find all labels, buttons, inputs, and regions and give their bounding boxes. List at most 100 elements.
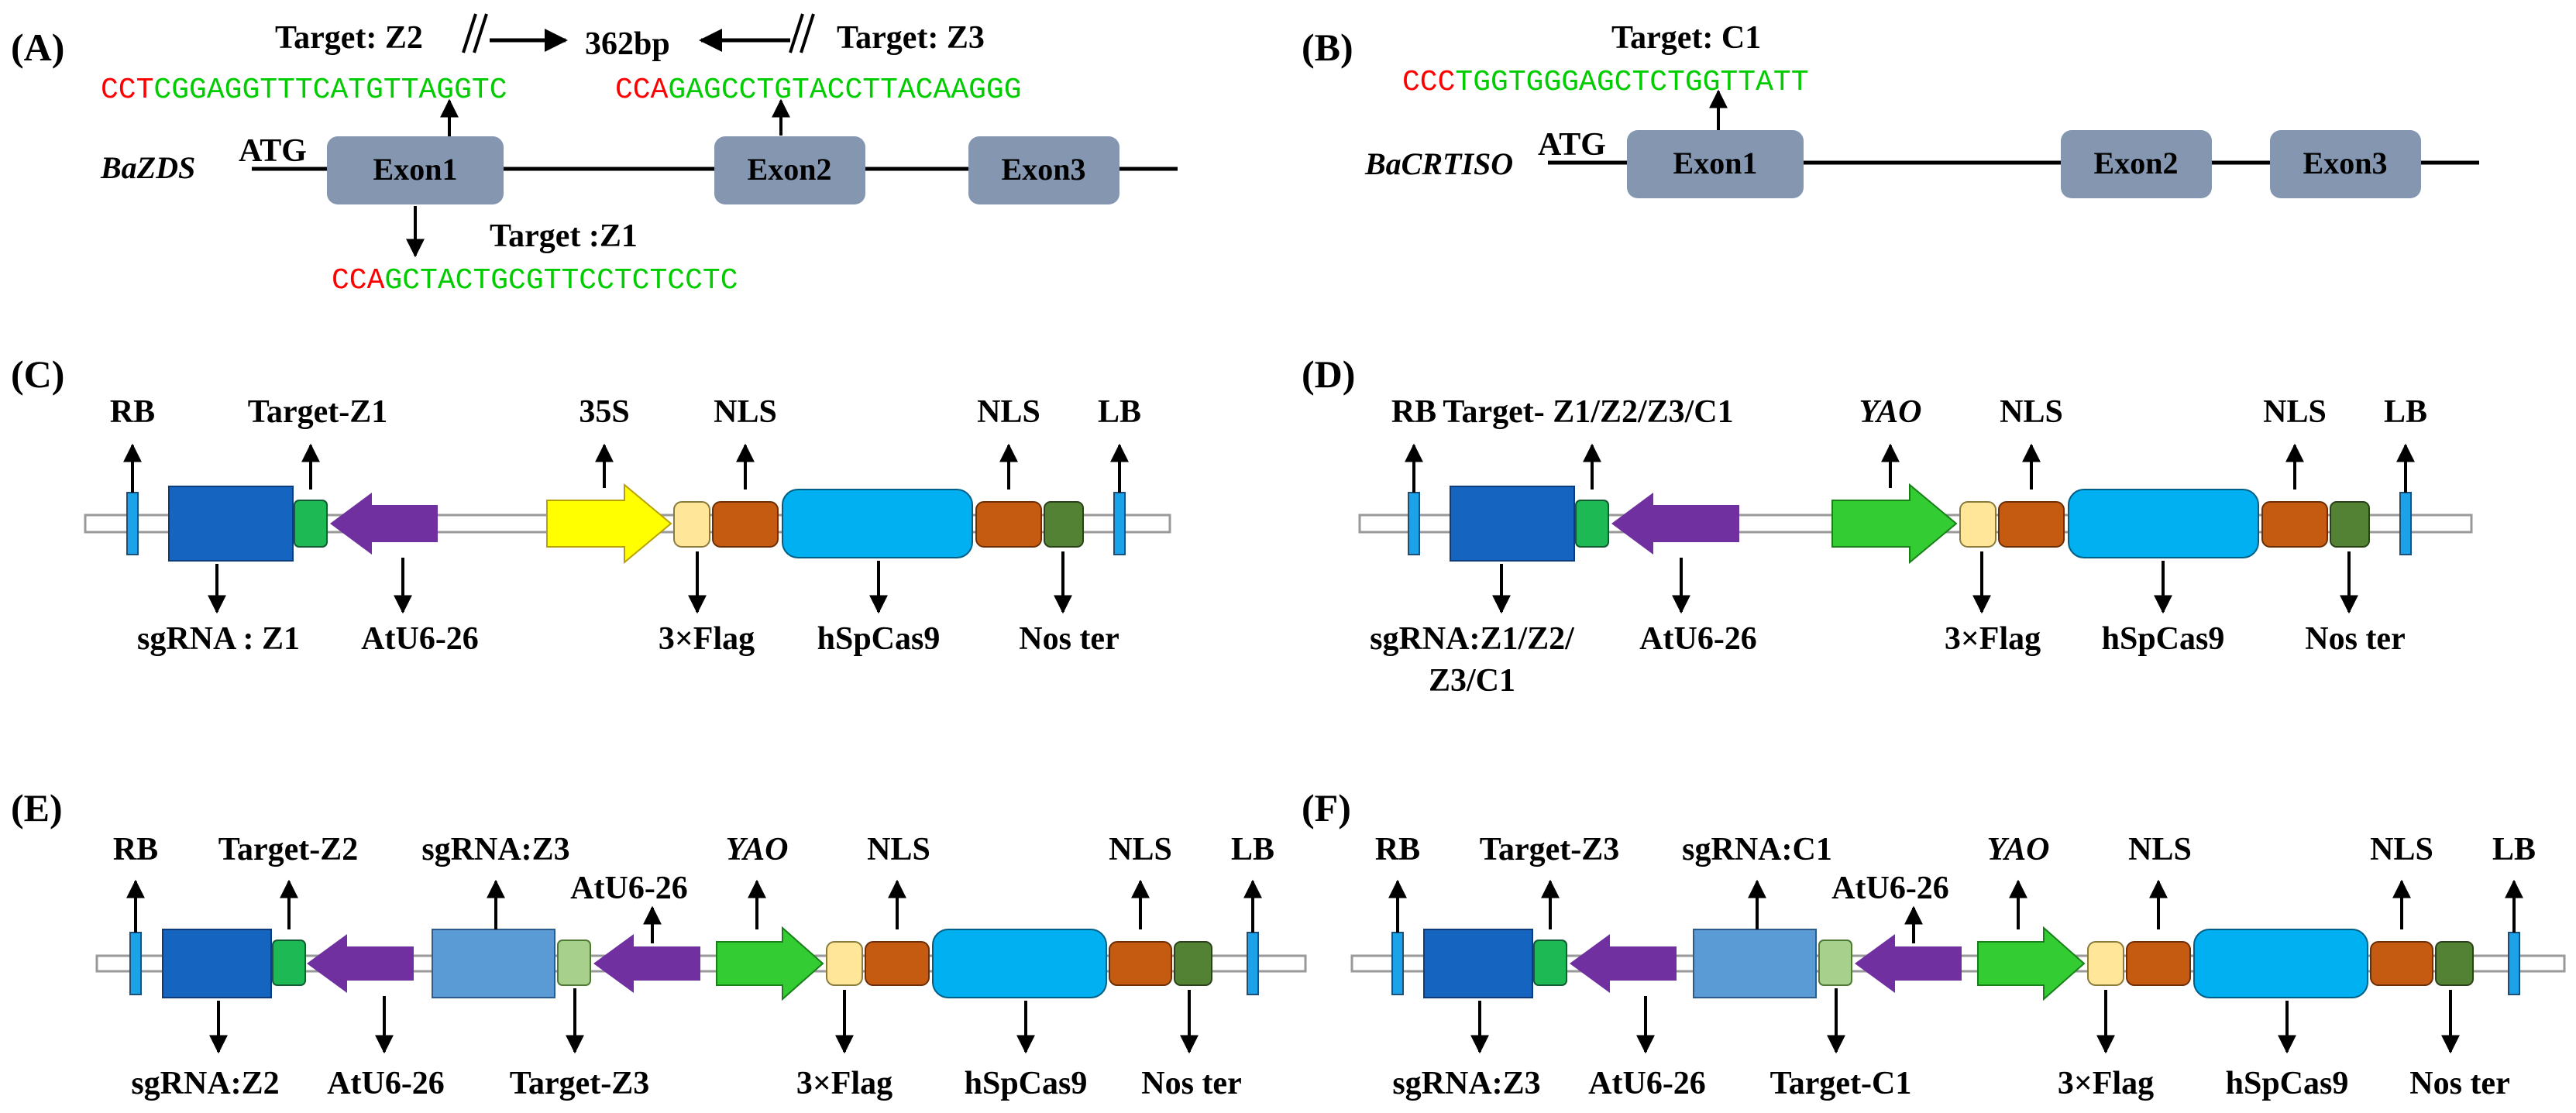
target-z3-label: Target-Z3 — [1480, 832, 1619, 867]
target-c1-label: Target: C1 — [1611, 20, 1761, 56]
target-z3-sequence: CCAGAGCCTGTACCTTACAAGGG — [615, 74, 1022, 107]
nls-left-label: NLS — [2000, 394, 2063, 430]
sgrna-z2-cassette — [162, 929, 272, 998]
sgrna-c1-cassette — [1693, 929, 1817, 998]
bazds-exon2 — [714, 136, 865, 204]
flag-label: 3×Flag — [1945, 621, 2041, 657]
flag-tag — [826, 941, 863, 986]
double-slash-left — [462, 13, 488, 53]
nls-right — [2261, 501, 2328, 548]
panel-f: (F) RB Target-Z3 sgRNA:C1 AtU6-26 YAO NL… — [1302, 786, 2566, 1101]
panel-a-label: (A) — [11, 26, 64, 69]
yao-label: YAO — [1859, 394, 1922, 430]
hspcas9 — [932, 929, 1107, 998]
nos-label: Nos ter — [1141, 1066, 1241, 1101]
target-c1-label: Target-C1 — [1770, 1066, 1912, 1101]
nls-right-label: NLS — [977, 394, 1040, 430]
target-z3-spacer: GAGCCTGTACCTTACAAGGG — [668, 74, 1021, 107]
atu6-promoter-arrow-1 — [307, 934, 414, 993]
bazds-atg: ATG — [239, 133, 307, 169]
nls-left-label: NLS — [714, 394, 777, 430]
panel-e-label: (E) — [11, 786, 63, 830]
yao-label: YAO — [726, 832, 789, 867]
atu6-promoter-arrow-2 — [593, 934, 700, 993]
target-z3-label: Target: Z3 — [837, 20, 985, 56]
bazds-gene-name: BaZDS — [100, 150, 195, 185]
target-z2-spacer: CGGAGGTTTCATGTTAGGTC — [153, 74, 507, 107]
panel-f-label: (F) — [1302, 786, 1351, 830]
nls-left — [1998, 501, 2065, 548]
target-label: Target-Z1 — [248, 394, 387, 430]
nls-right — [975, 501, 1042, 548]
lb-border — [2508, 932, 2520, 995]
sgrna-label-line2: Z3/C1 — [1429, 663, 1515, 699]
nls-right-label: NLS — [2370, 832, 2433, 867]
target-sequence — [294, 500, 328, 548]
yao-promoter-arrow — [1977, 926, 2086, 1001]
rb-label: RB — [1391, 394, 1436, 430]
nls-right-label: NLS — [1109, 832, 1172, 867]
lb-label: LB — [1231, 832, 1274, 867]
target-z2-pam: CCT — [101, 74, 153, 107]
hspcas9 — [2193, 929, 2368, 998]
panel-d: (D) RB Target- Z1/Z2/Z3/C1 YAO NLS NLS L… — [1302, 352, 2473, 699]
cas9-label: hSpCas9 — [2102, 621, 2225, 657]
rb-border — [126, 492, 139, 555]
rb-label: RB — [113, 832, 158, 867]
flag-label: 3×Flag — [2058, 1066, 2154, 1101]
flag-tag — [1959, 501, 1996, 548]
cas9-label: hSpCas9 — [817, 621, 941, 657]
target-z2-sequence: CCTCGGAGGTTTCATGTTAGGTC — [101, 74, 507, 107]
bazds-exon2-label: Exon2 — [748, 152, 832, 187]
nos-terminator — [2330, 501, 2370, 548]
panel-c-label: (C) — [11, 352, 64, 396]
35s-promoter-arrow — [546, 483, 672, 565]
rb-border — [1391, 932, 1404, 995]
atu6-label: AtU6-26 — [361, 621, 479, 657]
lb-border — [2399, 492, 2412, 555]
target-z2-label: Target-Z2 — [218, 832, 358, 867]
bazds-exon3 — [968, 136, 1119, 204]
nls-left — [2126, 941, 2191, 986]
cas9-label: hSpCas9 — [2226, 1066, 2349, 1101]
bacrtiso-atg: ATG — [1538, 127, 1606, 163]
bacrtiso-exon1-label: Exon1 — [1673, 146, 1758, 180]
flag-label: 3×Flag — [659, 621, 755, 657]
target-z3-sequence — [1533, 940, 1567, 986]
nls-left-label: NLS — [2128, 832, 2192, 867]
target-c1-spacer: TGGTGGGAGCTCTGGTTATT — [1455, 66, 1808, 99]
nls-right-label: NLS — [2263, 394, 2327, 430]
atu6-promoter-arrow-1 — [1570, 934, 1677, 993]
atu6-promoter-arrow — [330, 493, 438, 555]
panel-b-label: (B) — [1302, 26, 1353, 69]
double-slash-right — [789, 13, 815, 53]
sgrna-z2-label: sgRNA:Z2 — [131, 1066, 279, 1101]
target-z1-spacer: GCTACTGCGTTCCTCTCCTC — [384, 264, 738, 297]
panel-a: (A) Target: Z2 362bp Target: Z3 CCTCGGAG… — [11, 13, 1178, 297]
sgrna-cassette — [1450, 486, 1575, 562]
rb-border — [129, 932, 142, 995]
flag-tag — [2087, 941, 2124, 986]
sgrna-z3-cassette — [432, 929, 555, 998]
nos-label: Nos ter — [1019, 621, 1119, 657]
bazds-exon1 — [327, 136, 504, 204]
target-z1-sequence: CCAGCTACTGCGTTCCTCTCCTC — [332, 264, 738, 297]
target-z3-pam: CCA — [615, 74, 669, 107]
lb-label: LB — [2384, 394, 2427, 430]
nls-right — [1109, 941, 1172, 986]
distance-label: 362bp — [585, 26, 670, 62]
sgrna-z3-label: sgRNA:Z3 — [1392, 1066, 1540, 1101]
sgrna-label: sgRNA : Z1 — [137, 621, 300, 657]
bacrtiso-exon3 — [2270, 130, 2421, 198]
rb-border — [1408, 492, 1420, 555]
target-z2-label: Target: Z2 — [275, 20, 423, 56]
panel-d-label: (D) — [1302, 352, 1355, 396]
nos-terminator — [1044, 501, 1084, 548]
nos-terminator — [1174, 941, 1212, 986]
panel-e: (E) RB Target-Z2 sgRNA:Z3 AtU6-26 YAO NL… — [11, 786, 1307, 1101]
yao-promoter-arrow — [1831, 483, 1958, 565]
lb-label: LB — [2492, 832, 2536, 867]
atu6-promoter-arrow — [1611, 493, 1739, 555]
flag-label: 3×Flag — [796, 1066, 892, 1101]
